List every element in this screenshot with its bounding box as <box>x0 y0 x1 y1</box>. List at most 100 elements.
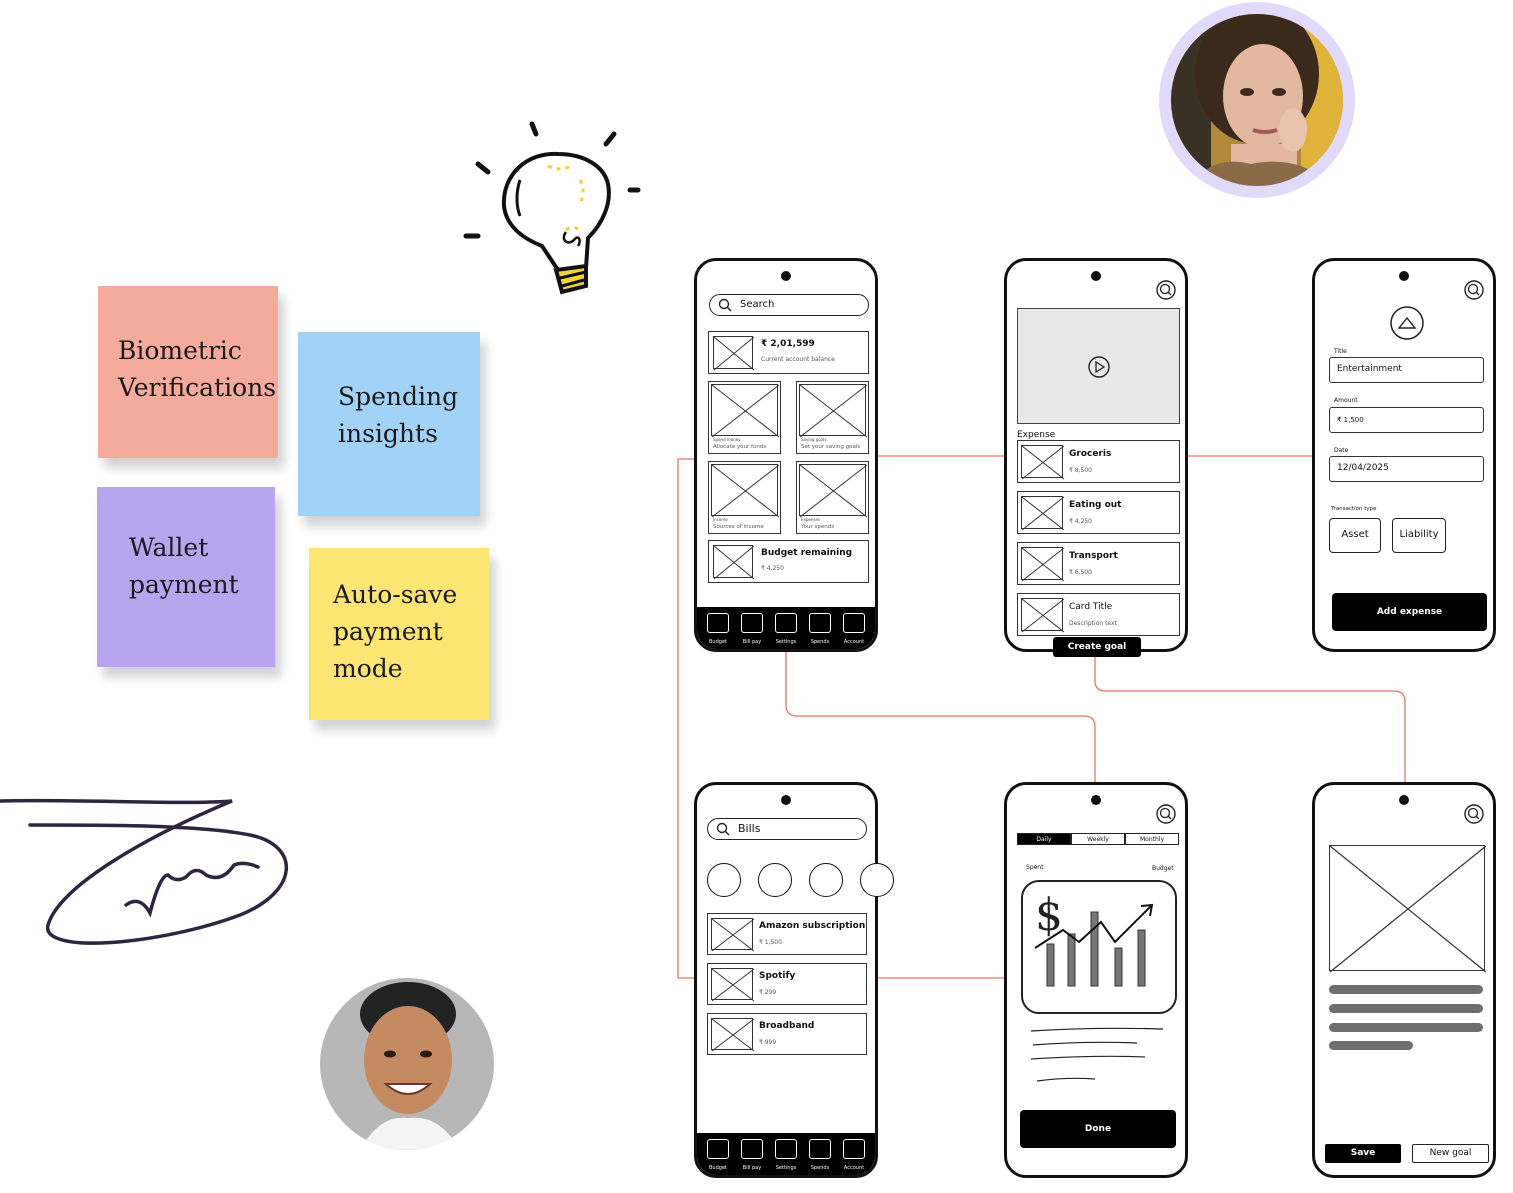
nav-label: Bill pay <box>742 639 762 645</box>
text-skeleton-bar <box>1329 985 1483 994</box>
balance-value: ₹ 2,01,599 <box>761 339 815 349</box>
amount-label: Amount <box>1334 397 1358 404</box>
search-icon[interactable] <box>1156 804 1176 824</box>
avatar-woman-icon <box>1171 14 1343 186</box>
nav-label: Bill pay <box>742 1165 762 1171</box>
sticky-note-wallet: Wallet payment <box>97 487 275 667</box>
nav-label: Account <box>843 1165 865 1171</box>
text-skeleton-bar <box>1329 1004 1483 1013</box>
nav-label: Settings <box>775 1165 797 1171</box>
expense-item[interactable]: Card Title Description text <box>1017 593 1180 636</box>
sticky-note-text: Wallet payment <box>129 533 239 599</box>
bills-search-value: Bills <box>738 822 761 835</box>
search-input[interactable]: Search <box>709 294 869 316</box>
bill-item[interactable]: Broadband ₹ 999 <box>707 1013 867 1055</box>
budget-title: Budget remaining <box>761 548 853 558</box>
tab-weekly[interactable]: Weekly <box>1071 833 1125 845</box>
nav-spends-icon[interactable] <box>809 1139 831 1159</box>
bill-item-value: ₹ 1,500 <box>759 939 782 946</box>
title-field[interactable]: Entertainment <box>1329 357 1484 383</box>
expense-item-value: Description text <box>1069 620 1117 627</box>
image-placeholder-icon <box>711 464 780 518</box>
period-tabs: Daily Weekly Monthly <box>1017 833 1179 845</box>
search-icon[interactable] <box>1464 804 1484 824</box>
image-placeholder-icon <box>1329 845 1487 973</box>
category-circle[interactable] <box>758 863 792 897</box>
camera-dot <box>1399 271 1409 281</box>
expense-item-title: Transport <box>1069 551 1118 561</box>
title-label: Title <box>1334 348 1347 355</box>
nav-settings-icon[interactable] <box>775 613 797 633</box>
tile-income[interactable]: Income Sources of income <box>708 461 781 534</box>
camera-dot <box>1399 795 1409 805</box>
upload-icon[interactable] <box>1390 306 1424 340</box>
expense-item[interactable]: Groceris ₹ 8,500 <box>1017 440 1180 483</box>
create-goal-button[interactable]: Create goal <box>1053 637 1141 657</box>
lightbulb-doodle-icon <box>463 121 641 295</box>
balance-card[interactable]: ₹ 2,01,599 Current account balance <box>708 331 869 374</box>
nav-label: Spends <box>810 1165 830 1171</box>
done-button[interactable]: Done <box>1020 1110 1176 1148</box>
expense-item[interactable]: Transport ₹ 6,500 <box>1017 542 1180 585</box>
nav-label: Budget <box>709 639 727 645</box>
bill-item-title: Amazon subscription <box>759 921 866 931</box>
bill-item-value: ₹ 999 <box>759 1039 777 1046</box>
bills-search-input[interactable]: Bills <box>707 818 867 840</box>
phone-expense-screen: Expense Groceris ₹ 8,500 Eating out ₹ 4,… <box>1004 258 1188 657</box>
bill-item[interactable]: Amazon subscription ₹ 1,500 <box>707 913 867 955</box>
category-circle[interactable] <box>809 863 843 897</box>
tile-title: Spend money <box>713 437 741 442</box>
text-lines-placeholder <box>1030 1027 1164 1082</box>
tile-saving-goals[interactable]: Saving goals Set your saving goals <box>796 381 869 454</box>
amount-field[interactable]: ₹ 1,500 <box>1329 407 1484 433</box>
asset-button[interactable]: Asset <box>1329 518 1381 553</box>
save-button[interactable]: Save <box>1325 1144 1401 1163</box>
avatar-bottom <box>320 978 494 1150</box>
search-icon[interactable] <box>1156 280 1176 300</box>
nav-billpay-icon[interactable] <box>741 1139 763 1159</box>
budget-value: ₹ 4,250 <box>761 565 784 572</box>
sticky-note-spending: Spending insights <box>298 332 480 516</box>
bill-item[interactable]: Spotify ₹ 299 <box>707 963 867 1005</box>
tile-title: Expenses <box>801 517 821 522</box>
nav-settings-icon[interactable] <box>775 1139 797 1159</box>
budget-card[interactable]: Budget remaining ₹ 4,250 <box>708 540 869 583</box>
nav-billpay-icon[interactable] <box>741 613 763 633</box>
image-placeholder-icon <box>711 1018 755 1052</box>
search-icon[interactable] <box>1464 280 1484 300</box>
image-placeholder-icon <box>1021 547 1065 582</box>
bill-item-title: Broadband <box>759 1021 815 1031</box>
nav-label: Settings <box>775 639 797 645</box>
nav-account-icon[interactable] <box>843 1139 865 1159</box>
nav-label: Budget <box>709 1165 727 1171</box>
nav-account-icon[interactable] <box>843 613 865 633</box>
play-icon[interactable] <box>1088 356 1110 378</box>
expense-item[interactable]: Eating out ₹ 4,250 <box>1017 491 1180 534</box>
phone-add-expense-screen: Title Entertainment Amount ₹ 1,500 Date … <box>1312 258 1496 652</box>
expense-item-title: Card Title <box>1069 602 1113 612</box>
chart-frame: $ <box>1021 880 1177 1014</box>
tab-daily[interactable]: Daily <box>1017 833 1071 845</box>
liability-button[interactable]: Liability <box>1392 518 1446 553</box>
sticky-note-text: Biometric Verifications <box>118 336 277 402</box>
tile-spend-money[interactable]: Spend money Allocate your funds <box>708 381 781 454</box>
image-placeholder-icon <box>713 336 755 371</box>
add-expense-button[interactable]: Add expense <box>1332 593 1487 631</box>
nav-budget-icon[interactable] <box>707 613 729 633</box>
video-placeholder[interactable] <box>1017 308 1180 424</box>
nav-budget-icon[interactable] <box>707 1139 729 1159</box>
image-placeholder-icon <box>1021 445 1065 480</box>
date-field[interactable]: 12/04/2025 <box>1329 456 1484 482</box>
tile-subtitle: Your spends <box>801 524 835 530</box>
bill-item-value: ₹ 299 <box>759 989 777 996</box>
date-label: Date <box>1334 447 1349 454</box>
category-circle[interactable] <box>707 863 741 897</box>
nav-spends-icon[interactable] <box>809 613 831 633</box>
category-circle[interactable] <box>860 863 894 897</box>
phone-home-screen: Search ₹ 2,01,599 Current account balanc… <box>694 258 878 652</box>
budget-label: Budget <box>1152 865 1174 872</box>
tab-monthly[interactable]: Monthly <box>1125 833 1179 845</box>
tile-expenses[interactable]: Expenses Your spends <box>796 461 869 534</box>
new-goal-button[interactable]: New goal <box>1412 1144 1489 1163</box>
